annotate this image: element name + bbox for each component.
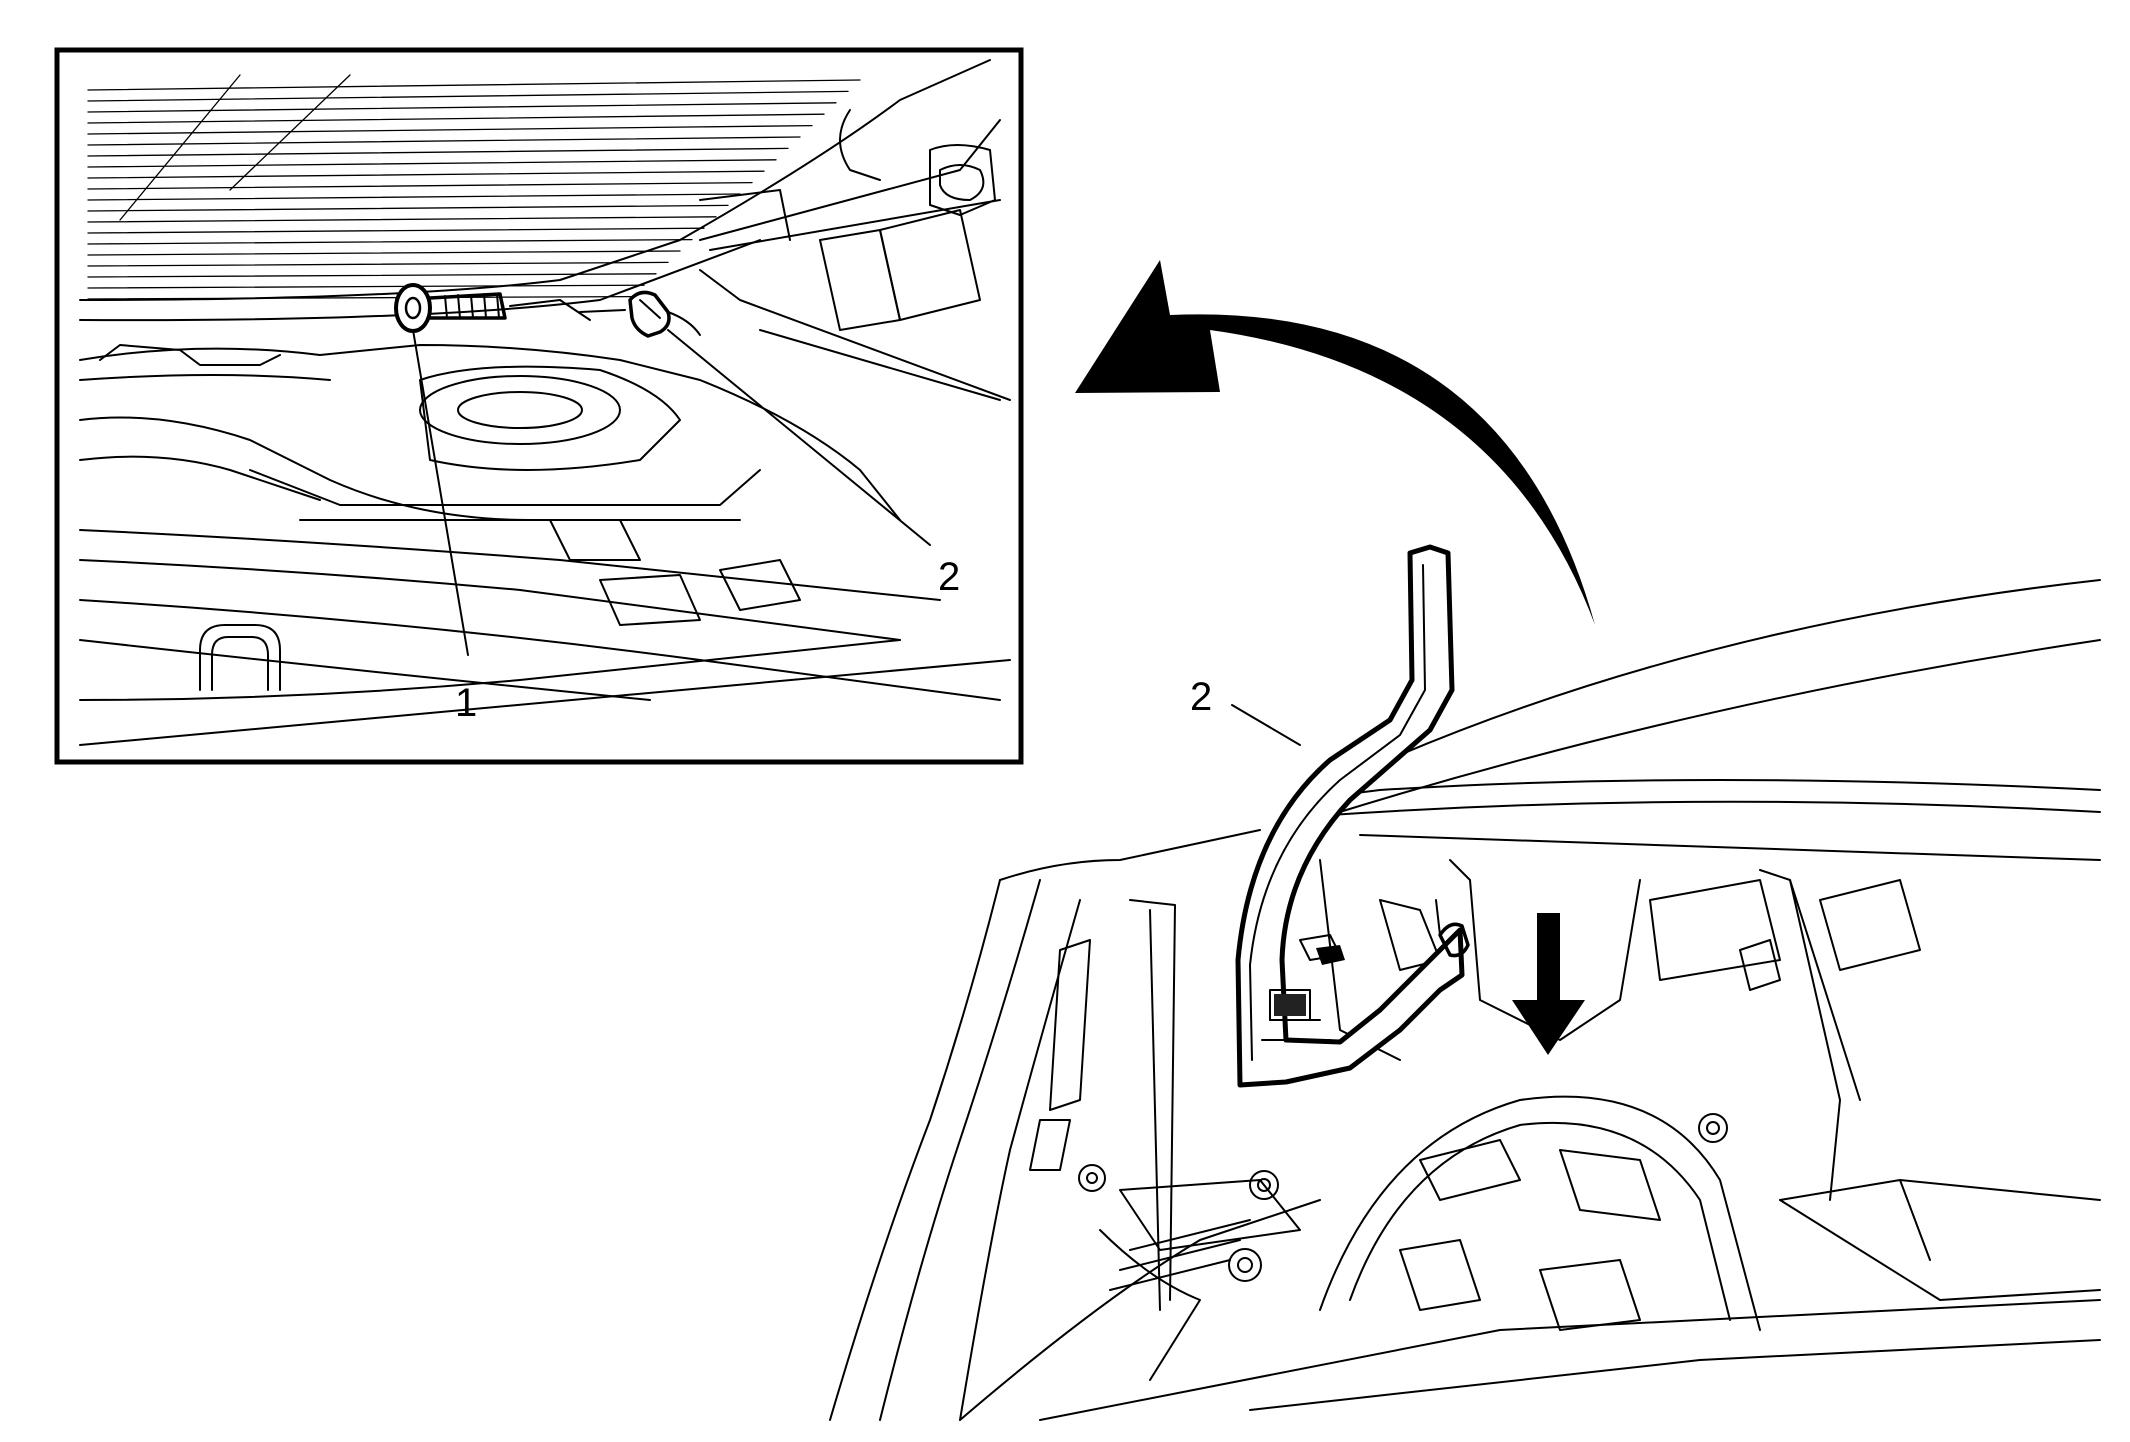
hatch-line	[87, 181, 753, 190]
trim-pull-strap	[1235, 544, 1465, 1088]
removal-direction-arrow	[1075, 260, 1595, 625]
hatch-line	[87, 124, 813, 135]
inset-leader-2	[667, 329, 931, 546]
hatch-line	[87, 216, 717, 223]
hatch-line	[87, 170, 765, 179]
retainer-clip-main	[1435, 899, 1470, 958]
headliner-hatching	[87, 79, 861, 300]
wheelhouse	[1319, 1095, 1761, 1331]
hatch-line	[87, 159, 777, 168]
hatch-line	[87, 193, 741, 201]
hatch-line	[87, 79, 861, 91]
hatch-line	[87, 273, 657, 278]
hatch-line	[87, 250, 681, 256]
hatch-line	[87, 147, 789, 157]
hatch-line	[87, 261, 669, 267]
push-down-arrow	[1512, 913, 1585, 1055]
hatch-line	[87, 136, 801, 146]
trunk-main-view: 2	[829, 544, 2101, 1421]
hatch-line	[87, 238, 693, 245]
hatch-line	[87, 284, 645, 289]
inset-leader-1	[412, 329, 469, 656]
inset-detail-view: 1 2	[54, 47, 1024, 765]
inset-frame	[54, 47, 1024, 765]
inset-callout-2: 2	[938, 555, 960, 599]
main-callout-2: 2	[1190, 675, 1212, 719]
hatch-line	[87, 204, 729, 212]
retainer-clip	[628, 290, 701, 338]
hatch-line	[87, 227, 705, 234]
hatch-line	[87, 113, 825, 124]
hatch-line	[87, 102, 837, 113]
hatch-line	[87, 90, 849, 102]
main-leader-2	[1231, 704, 1301, 746]
inset-callout-1: 1	[455, 681, 477, 725]
